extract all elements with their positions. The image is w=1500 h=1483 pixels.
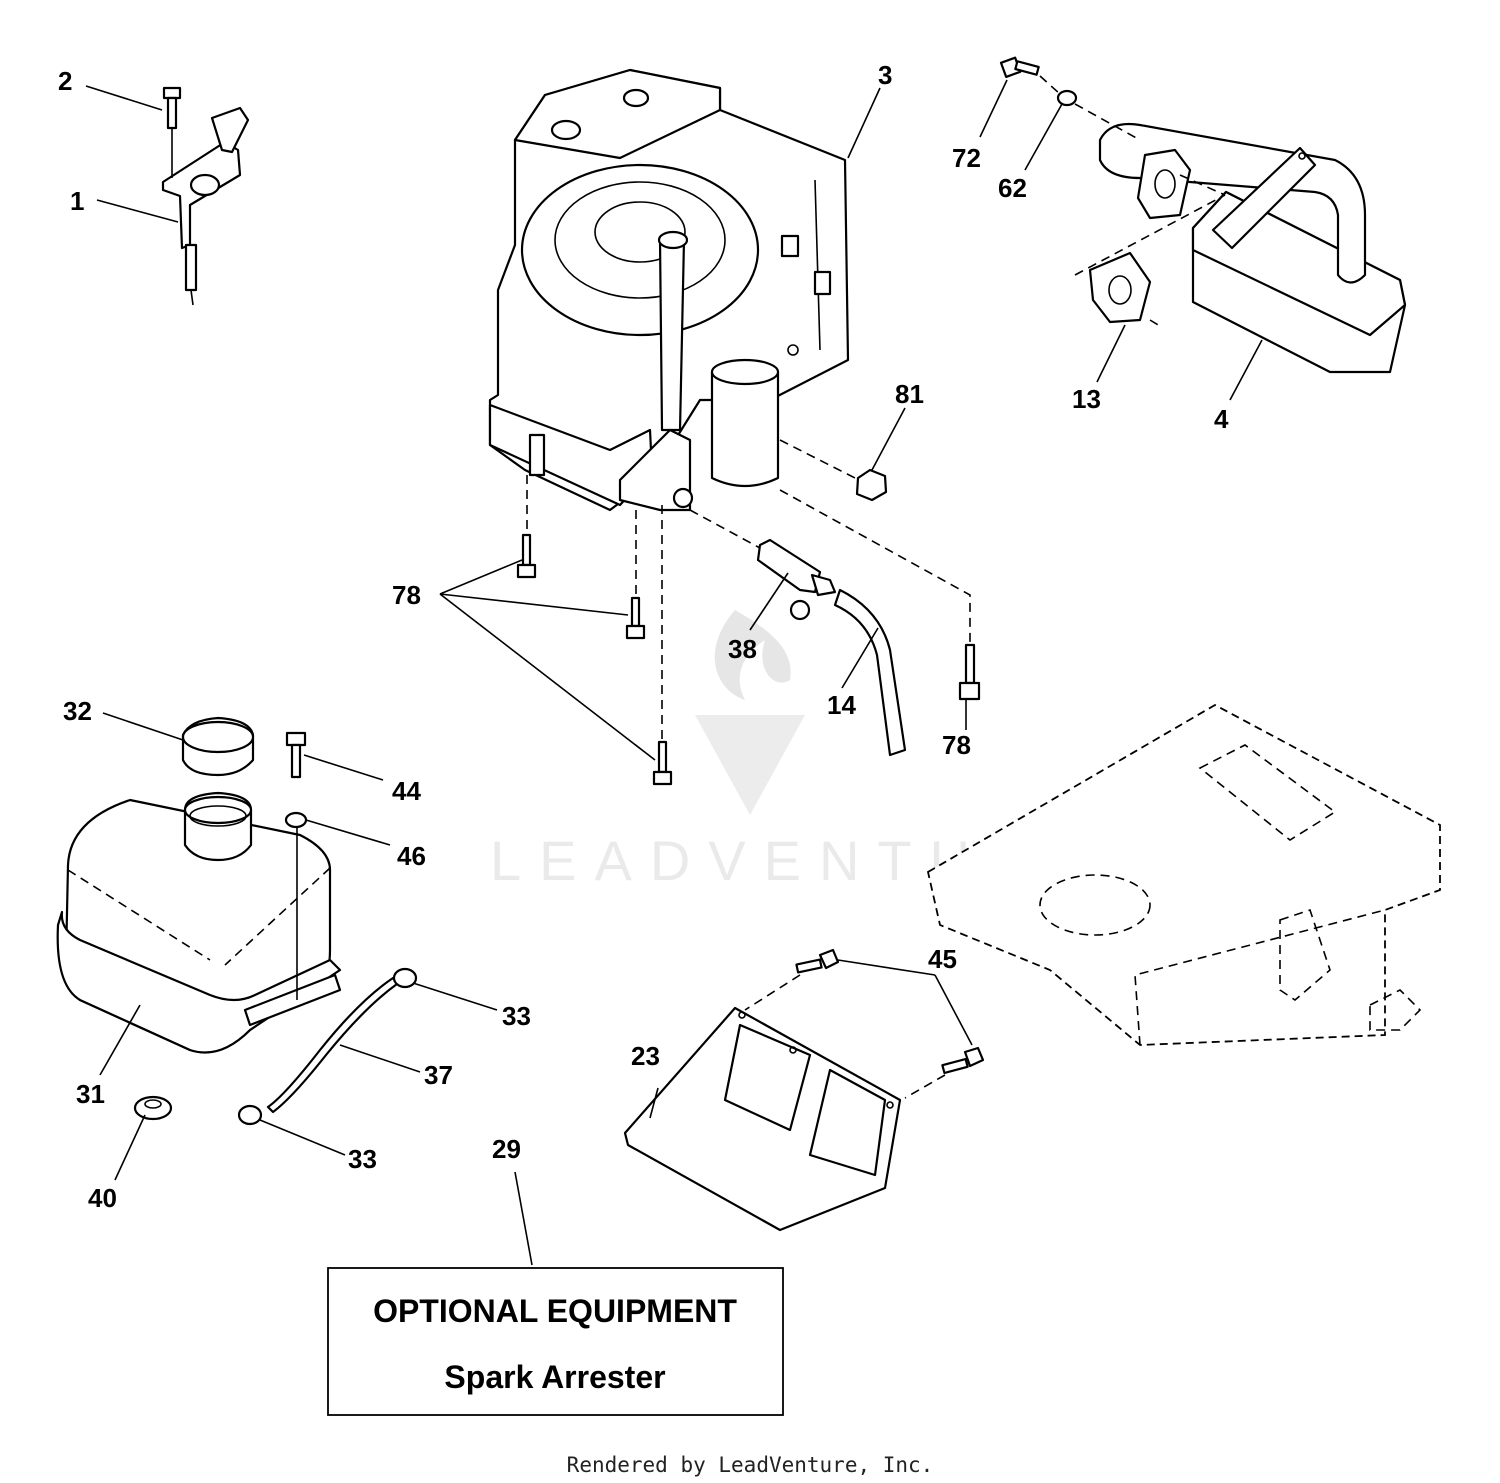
callout-3: 3 — [878, 60, 892, 90]
callout-numbers: 2 1 3 72 62 13 4 81 78 38 14 78 32 44 46… — [58, 60, 1229, 1213]
bolt-72-washer-62 — [999, 56, 1226, 327]
callout-33-lower: 33 — [348, 1144, 377, 1174]
heat-shield-23 — [623, 948, 985, 1232]
callout-40: 40 — [88, 1183, 117, 1213]
footer-credit: Rendered by LeadVenture, Inc. — [567, 1453, 934, 1477]
callout-33-upper: 33 — [502, 1001, 531, 1031]
callout-44: 44 — [392, 776, 421, 806]
callout-14: 14 — [827, 690, 856, 720]
leader-lines — [85, 79, 1263, 1266]
callout-45: 45 — [928, 944, 957, 974]
callout-13: 13 — [1072, 384, 1101, 414]
callout-37: 37 — [424, 1060, 453, 1090]
fuel-tank — [56, 716, 342, 1054]
callout-1: 1 — [70, 186, 84, 216]
throttle-control — [161, 86, 250, 306]
callout-46: 46 — [397, 841, 426, 871]
frame-phantom — [926, 703, 1441, 1046]
callout-72: 72 — [952, 143, 981, 173]
callout-32: 32 — [63, 696, 92, 726]
callout-78-single: 78 — [942, 730, 971, 760]
callout-62: 62 — [998, 173, 1027, 203]
optional-equipment-box: OPTIONAL EQUIPMENT Spark Arrester — [327, 1267, 784, 1416]
callout-81: 81 — [895, 379, 924, 409]
callout-2: 2 — [58, 66, 72, 96]
optional-equipment-title: OPTIONAL EQUIPMENT — [373, 1293, 737, 1329]
bolts-78 — [516, 475, 981, 786]
callout-31: 31 — [76, 1079, 105, 1109]
engine — [488, 68, 850, 512]
spark-arrester-label: Spark Arrester — [444, 1359, 665, 1395]
callout-38: 38 — [728, 634, 757, 664]
callout-29: 29 — [492, 1134, 521, 1164]
callout-4: 4 — [1214, 404, 1229, 434]
callout-78-group: 78 — [392, 580, 421, 610]
nut-81 — [779, 439, 888, 502]
screw-44-washer-46 — [284, 731, 308, 1000]
fuel-filter-38 — [689, 509, 907, 757]
fuel-line-37 — [237, 967, 418, 1126]
muffler — [1088, 122, 1407, 374]
callout-23: 23 — [631, 1041, 660, 1071]
grommet-40 — [133, 1095, 173, 1121]
